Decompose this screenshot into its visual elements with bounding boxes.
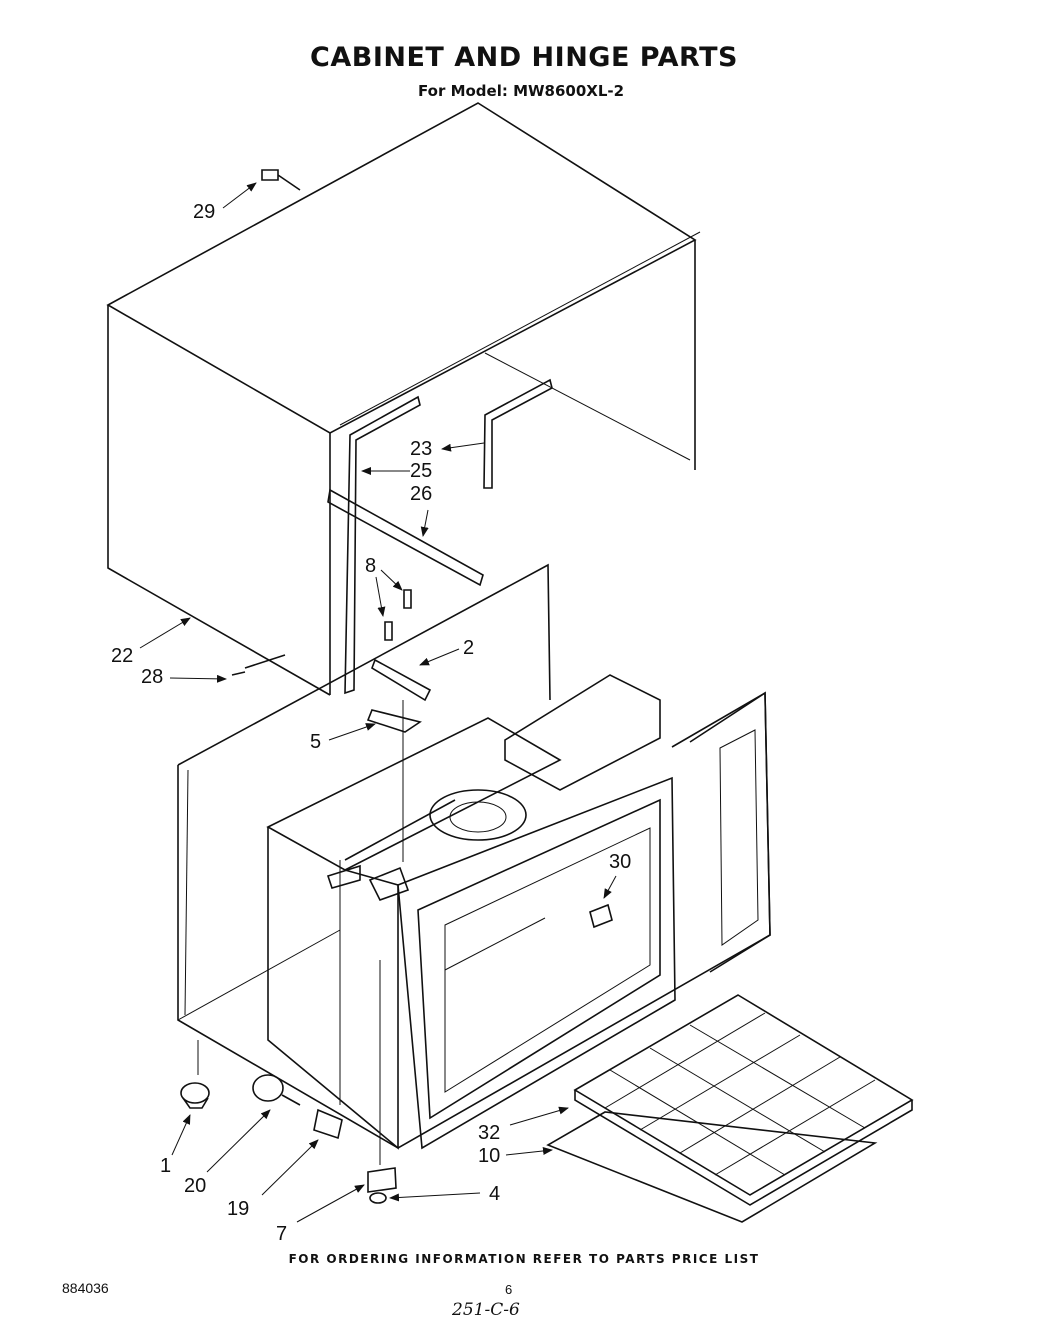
page-number: 6	[505, 1282, 513, 1297]
diagram-title: CABINET AND HINGE PARTS	[310, 42, 738, 73]
cabinet-strips	[327, 378, 553, 695]
callout-4: 4	[489, 1183, 500, 1205]
callout-26: 26	[410, 483, 432, 505]
leader-lines	[139, 182, 617, 1223]
document-number: 884036	[62, 1280, 109, 1296]
handwritten-code: 251-C-6	[452, 1300, 520, 1320]
callout-1: 1	[160, 1155, 171, 1177]
model-subtitle: For Model: MW8600XL-2	[418, 82, 625, 100]
callout-2: 2	[463, 637, 474, 659]
callout-28: 28	[141, 666, 163, 688]
callout-30: 30	[609, 851, 631, 873]
oven-cavity	[266, 674, 676, 1150]
glass-tray	[546, 1111, 878, 1223]
base-chassis	[177, 563, 771, 1149]
callout-23: 23	[410, 438, 432, 460]
callout-20: 20	[184, 1175, 206, 1197]
callout-25: 25	[410, 460, 432, 482]
callout-22: 22	[111, 645, 133, 667]
callout-19: 19	[227, 1198, 249, 1220]
side-panel-right	[689, 691, 771, 973]
callout-29: 29	[193, 201, 215, 223]
callout-5: 5	[310, 731, 321, 753]
grid-shelf	[573, 994, 914, 1206]
callout-10: 10	[478, 1145, 500, 1167]
callout-8: 8	[365, 555, 376, 577]
ordering-note: FOR ORDERING INFORMATION REFER TO PARTS …	[288, 1252, 760, 1266]
callout-7: 7	[276, 1223, 287, 1245]
callout-labels: 29 22 28 23 25 26 8 2 5 30 32 10 4 1 20 …	[111, 201, 631, 1245]
outer-cabinet-wrapper	[106, 102, 701, 696]
small-parts	[180, 169, 613, 1204]
callout-32: 32	[478, 1122, 500, 1144]
